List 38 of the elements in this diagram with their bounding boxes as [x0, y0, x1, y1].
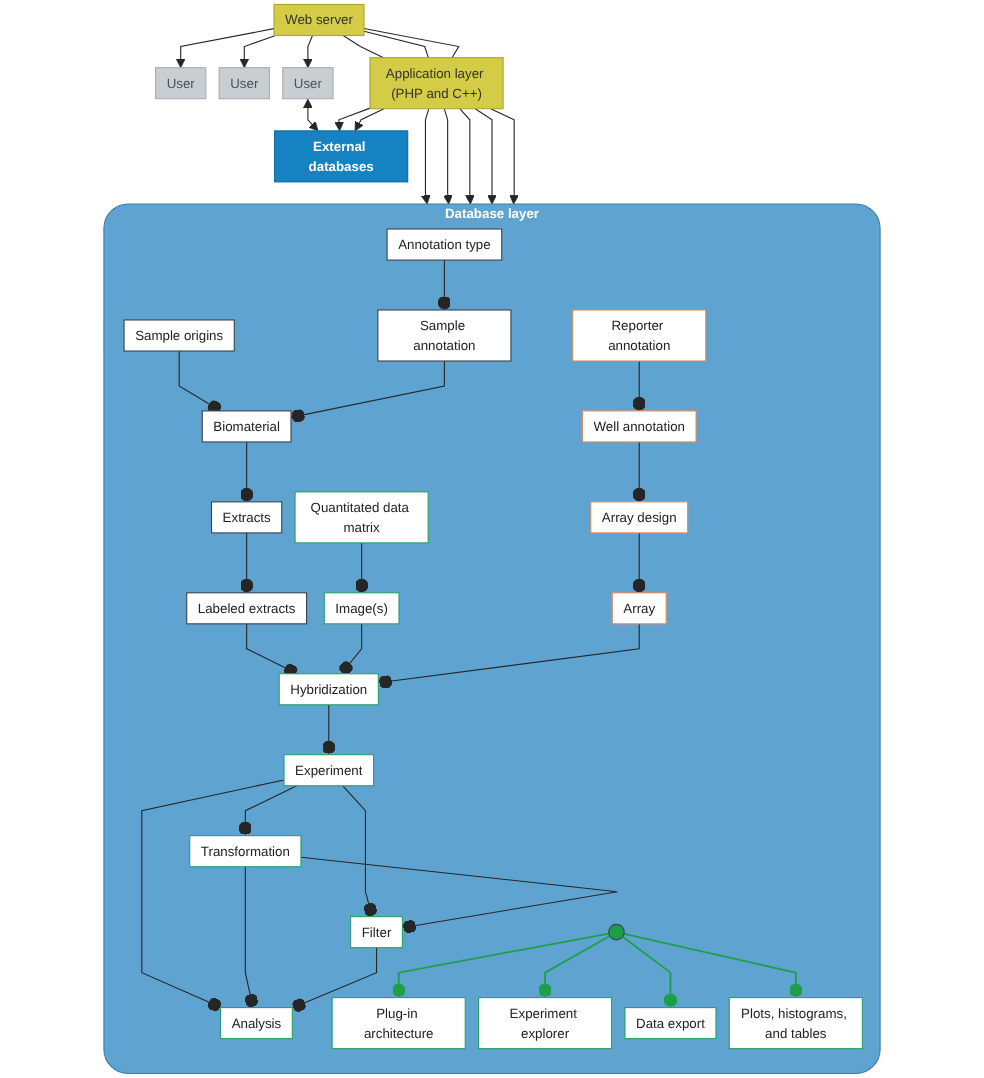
arrow	[490, 108, 519, 205]
arrow	[175, 28, 275, 69]
connector	[339, 623, 363, 675]
connector	[342, 785, 378, 918]
connector	[238, 785, 298, 837]
connector	[246, 623, 298, 678]
arrow	[303, 98, 319, 132]
arrow	[474, 108, 497, 205]
connector	[363, 27, 460, 59]
connector	[178, 350, 222, 414]
connector	[291, 947, 378, 1012]
connector	[354, 542, 369, 594]
connector	[621, 935, 678, 1009]
connector	[623, 933, 803, 999]
connector	[392, 932, 610, 999]
connector	[244, 866, 259, 1009]
connector	[632, 360, 646, 412]
connector	[300, 856, 618, 934]
connector	[377, 623, 640, 689]
arrow	[354, 108, 385, 132]
connector	[239, 441, 254, 503]
connector	[437, 259, 452, 311]
arrow	[443, 108, 453, 205]
connector	[363, 30, 429, 59]
arrow	[239, 34, 276, 69]
arrow	[303, 34, 314, 69]
arrow	[459, 108, 475, 205]
connector	[141, 779, 285, 1012]
connector	[632, 532, 646, 594]
connector	[632, 441, 646, 503]
arrow	[420, 108, 431, 205]
connector	[322, 704, 336, 756]
arrow	[334, 107, 371, 132]
node-circle	[608, 923, 625, 941]
connector	[342, 34, 385, 59]
connector	[538, 935, 611, 999]
connector	[239, 532, 254, 594]
connector	[290, 360, 445, 423]
